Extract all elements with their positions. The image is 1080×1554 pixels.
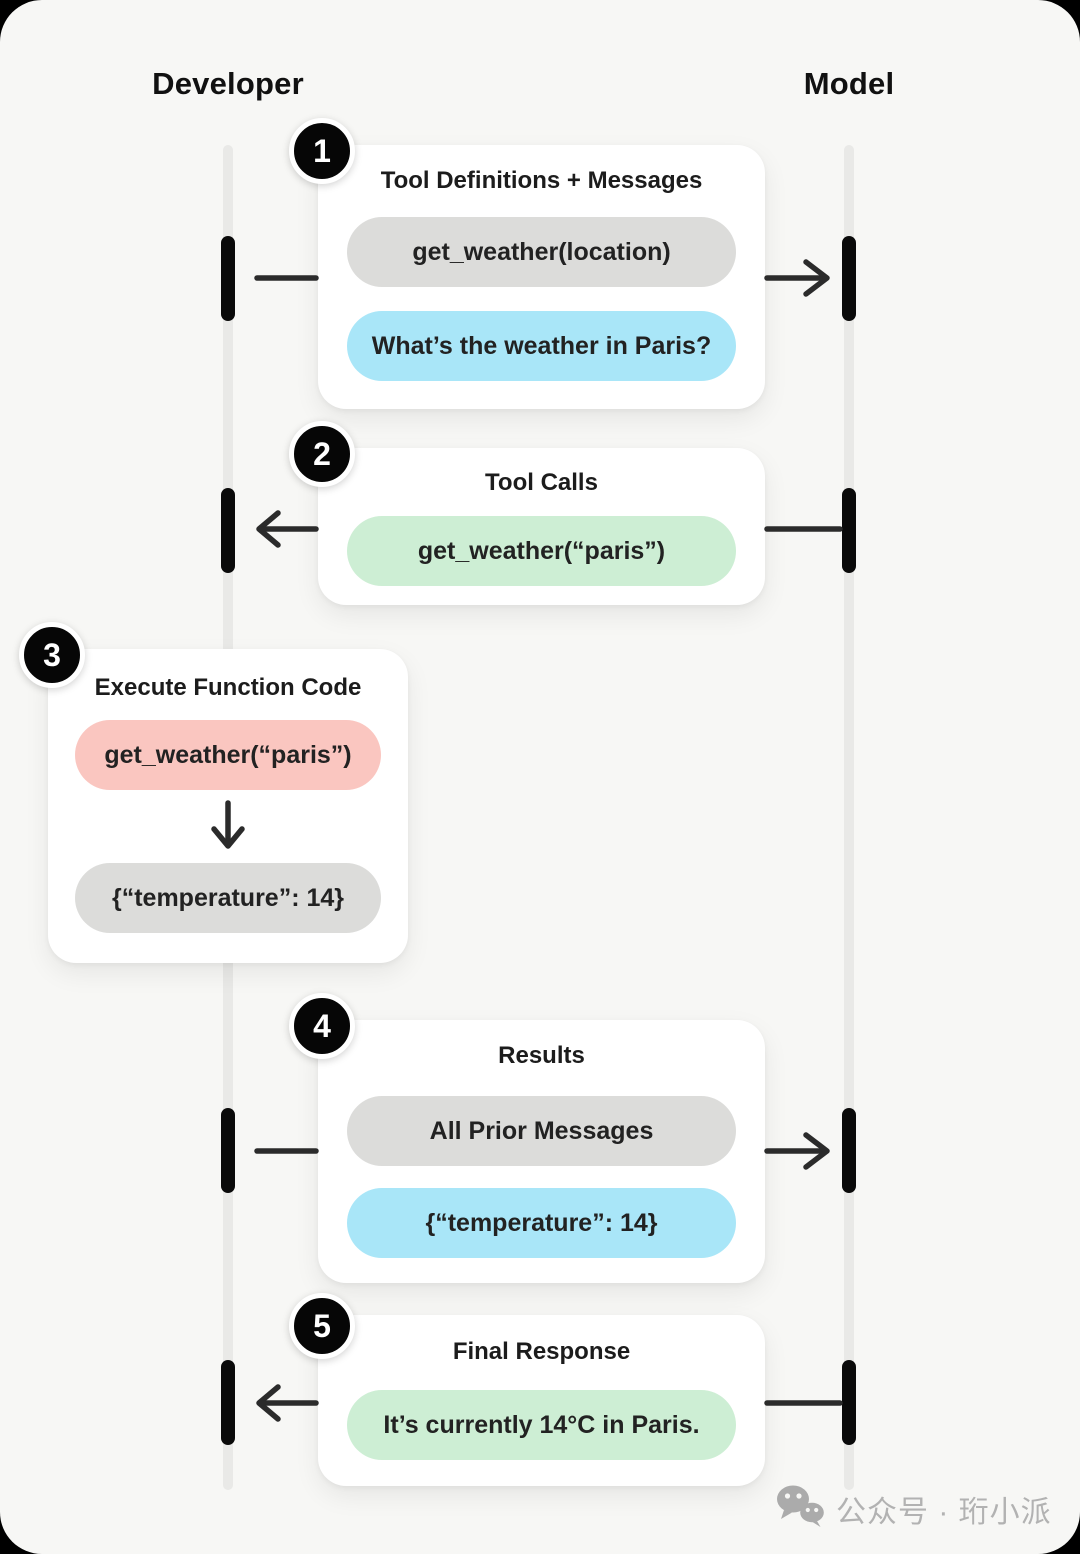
developer-activation-bar [221, 1360, 235, 1445]
user-message-pill: What’s the weather in Paris? [347, 311, 736, 381]
developer-activation-bar [221, 236, 235, 321]
model-activation-bar [842, 236, 856, 321]
down-arrow-icon [75, 800, 381, 852]
step-number-badge: 4 [289, 993, 355, 1059]
final-response-pill: It’s currently 14°C in Paris. [347, 1390, 736, 1460]
model-lifeline [844, 145, 854, 1490]
watermark-text: 公众号 · 珩小派 [836, 1495, 1052, 1529]
step-5-title: Final Response [452, 1338, 631, 1365]
step-number-badge: 3 [19, 622, 85, 688]
model-activation-bar [842, 1108, 856, 1193]
step-3-title: Execute Function Code [94, 674, 362, 701]
lane-label-model: Model [803, 66, 895, 101]
tool-definition-pill: get_weather(location) [347, 217, 736, 287]
function-call-pill: get_weather(“paris”) [75, 720, 381, 790]
step-4-title: Results [498, 1042, 585, 1069]
result-message-pill: {“temperature”: 14} [347, 1188, 736, 1258]
step-number-badge: 5 [289, 1293, 355, 1359]
step-number-badge: 2 [289, 421, 355, 487]
tool-call-pill: get_weather(“paris”) [347, 516, 736, 586]
watermark: 公众号 · 珩小派 [776, 1484, 1052, 1533]
step-2-title: Tool Calls [485, 469, 598, 496]
function-result-pill: {“temperature”: 14} [75, 863, 381, 933]
developer-activation-bar [221, 488, 235, 573]
prior-messages-pill: All Prior Messages [347, 1096, 736, 1166]
step-card-4: Results All Prior Messages {“temperature… [318, 1020, 765, 1283]
developer-activation-bar [221, 1108, 235, 1193]
step-1-title: Tool Definitions + Messages [380, 167, 703, 194]
model-activation-bar [842, 1360, 856, 1445]
model-activation-bar [842, 488, 856, 573]
step-card-5: Final Response It’s currently 14°C in Pa… [318, 1315, 765, 1486]
wechat-icon [776, 1484, 826, 1533]
step-card-2: Tool Calls get_weather(“paris”) [318, 448, 765, 605]
step-number-badge: 1 [289, 118, 355, 184]
step-card-3: Execute Function Code get_weather(“paris… [48, 649, 408, 963]
lane-label-developer: Developer [152, 66, 304, 101]
step-card-1: Tool Definitions + Messages get_weather(… [318, 145, 765, 409]
